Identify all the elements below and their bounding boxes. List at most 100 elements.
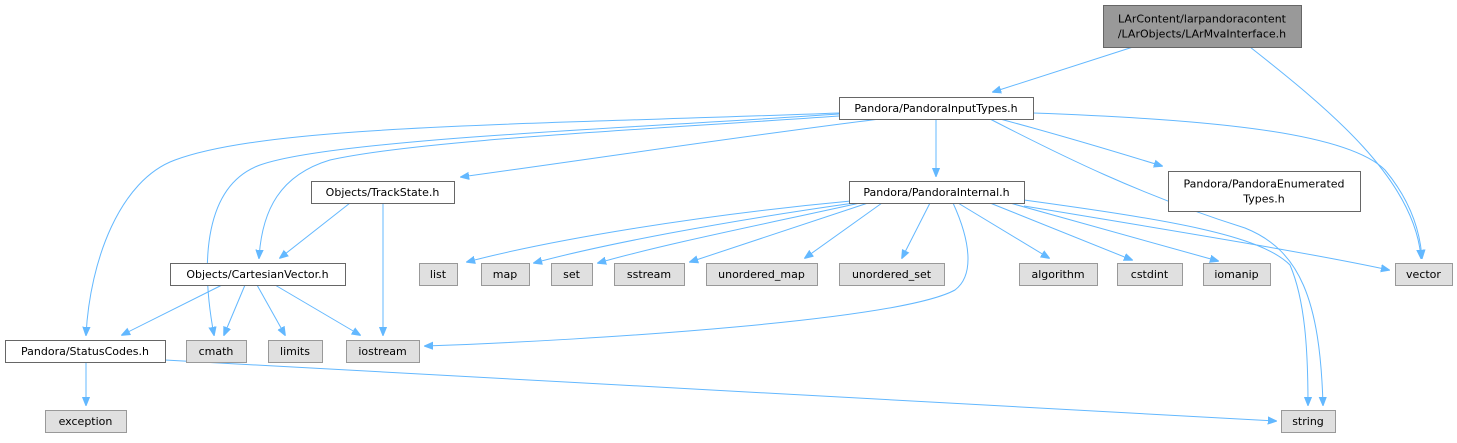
- edge-line: [805, 202, 883, 258]
- edge-line: [598, 202, 861, 263]
- edge-line: [122, 284, 223, 335]
- node-set: set: [551, 263, 593, 286]
- edge-line: [999, 118, 1162, 166]
- edge-line: [989, 118, 1323, 405]
- node-label: list: [430, 268, 447, 281]
- edge-line: [280, 202, 351, 258]
- node-cartesian[interactable]: Objects/CartesianVector.h: [170, 263, 346, 286]
- node-label: map: [493, 268, 517, 281]
- node-box: [839, 263, 945, 286]
- node-box: [1395, 263, 1453, 286]
- edge-line: [164, 359, 1276, 421]
- edge-line: [957, 202, 1049, 258]
- edge-line: [1023, 205, 1389, 270]
- node-box: [186, 340, 247, 363]
- edge-root-to-vector: [1249, 46, 1421, 258]
- edge-line: [259, 115, 840, 258]
- node-box: [1281, 410, 1336, 433]
- node-algorithm: algorithm: [1019, 263, 1098, 286]
- node-track-state[interactable]: Objects/TrackState.h: [311, 181, 455, 204]
- node-internal[interactable]: Pandora/PandoraInternal.h: [849, 181, 1025, 204]
- node-vector: vector: [1395, 263, 1453, 286]
- node-input-types[interactable]: Pandora/PandoraInputTypes.h: [839, 97, 1034, 120]
- node-box: [551, 263, 593, 286]
- node-box: [311, 181, 455, 204]
- node-box: [1019, 263, 1098, 286]
- node-sstream: sstream: [614, 263, 685, 286]
- node-box: [268, 340, 323, 363]
- node-box: [346, 340, 420, 363]
- node-label: Objects/TrackState.h: [326, 186, 440, 199]
- edge-internal-to-string: [1023, 199, 1308, 405]
- edge-input_types-to-cartesian: [259, 115, 840, 258]
- edge-cartesian-to-cmath: [224, 284, 246, 335]
- node-box: [1168, 171, 1361, 212]
- node-box: [45, 410, 127, 433]
- nodes-layer: LArContent/larpandoracontent/LArObjects/…: [5, 5, 1453, 433]
- edge-input_types-to-vector: [1032, 112, 1422, 258]
- edge-internal-to-list: [467, 200, 852, 262]
- edge-input_types-to-enumerated: [999, 118, 1162, 166]
- node-label: Pandora/PandoraInputTypes.h: [854, 102, 1017, 115]
- edge-line: [206, 113, 840, 335]
- node-status-codes[interactable]: Pandora/StatusCodes.h: [5, 340, 166, 363]
- edge-line: [989, 202, 1132, 260]
- node-label: Pandora/StatusCodes.h: [21, 345, 149, 358]
- node-label: sstream: [627, 268, 671, 281]
- node-string: string: [1281, 410, 1336, 433]
- edge-line: [1023, 199, 1308, 405]
- edge-line: [1009, 202, 1218, 261]
- node-label: Pandora/PandoraEnumerated: [1183, 178, 1344, 191]
- node-box: [849, 181, 1025, 204]
- edge-line: [690, 202, 869, 262]
- node-unordered-map: unordered_map: [706, 263, 818, 286]
- node-label: cmath: [199, 345, 234, 358]
- edge-internal-to-unordered_set: [902, 202, 931, 258]
- node-root[interactable]: LArContent/larpandoracontent/LArObjects/…: [1103, 5, 1302, 48]
- edge-cartesian-to-iostream: [274, 284, 360, 335]
- edge-input_types-to-track_state: [461, 118, 881, 177]
- node-label: limits: [280, 345, 310, 358]
- node-box: [706, 263, 818, 286]
- edge-cartesian-to-status_codes: [122, 284, 223, 335]
- edge-internal-to-iostream: [425, 202, 969, 346]
- edge-line: [425, 202, 969, 346]
- edge-line: [534, 202, 855, 263]
- node-label: /LArObjects/LArMvaInterface.h: [1118, 28, 1286, 41]
- node-label: unordered_map: [718, 268, 805, 281]
- node-label: Types.h: [1242, 193, 1284, 206]
- node-box: [839, 97, 1034, 120]
- edge-internal-to-algorithm: [957, 202, 1049, 258]
- node-list: list: [419, 263, 458, 286]
- edge-internal-to-vector: [1023, 205, 1389, 270]
- edge-line: [1249, 46, 1421, 258]
- edge-track_state-to-cartesian: [280, 202, 351, 258]
- node-label: iomanip: [1214, 268, 1258, 281]
- edge-line: [993, 46, 1134, 92]
- edge-root-to-input_types: [993, 46, 1134, 92]
- edge-cartesian-to-limits: [256, 284, 285, 335]
- edge-line: [902, 202, 931, 258]
- edge-internal-to-sstream: [690, 202, 869, 262]
- node-box: [1117, 263, 1183, 286]
- node-unordered-set: unordered_set: [839, 263, 945, 286]
- node-label: iostream: [358, 345, 406, 358]
- edge-line: [1032, 112, 1422, 258]
- node-box: [1103, 5, 1302, 48]
- node-map: map: [481, 263, 530, 286]
- edge-line: [461, 118, 881, 177]
- node-box: [481, 263, 530, 286]
- edge-line: [86, 112, 840, 335]
- node-limits: limits: [268, 340, 323, 363]
- edge-line: [256, 284, 285, 335]
- node-label: LArContent/larpandoracontent: [1118, 13, 1287, 26]
- node-box: [614, 263, 685, 286]
- edge-internal-to-map: [534, 202, 855, 263]
- node-iostream: iostream: [346, 340, 420, 363]
- node-box: [1203, 263, 1271, 286]
- node-label: vector: [1406, 268, 1441, 281]
- edge-line: [467, 200, 852, 262]
- edge-input_types-to-string: [989, 118, 1323, 405]
